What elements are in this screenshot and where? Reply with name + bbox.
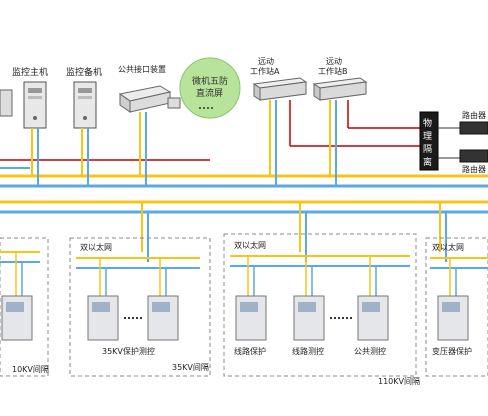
public-interface-device <box>118 85 172 113</box>
wufang-label: 微机五防 <box>192 75 228 87</box>
bay-10kv-frame <box>0 237 49 377</box>
bay-110kv-label: 110KV间隔 <box>378 377 420 386</box>
bay-10kv-device <box>1 295 33 341</box>
bay-transformer-frame <box>425 237 488 377</box>
bay-110kv-device-2 <box>293 295 325 341</box>
public-interface-label: 公共接口装置 <box>118 64 166 74</box>
router-1-icon <box>459 121 488 135</box>
dc-screen-label: 直流屏 <box>196 87 223 99</box>
monitor-main-tower <box>23 81 47 129</box>
bay-110kv-device-3 <box>357 295 389 341</box>
remote-b-line1: 远动 <box>326 56 342 66</box>
bay-110kv-device-1 <box>235 295 267 341</box>
bay-35kv-device-label: 35KV保护测控 <box>102 346 155 356</box>
isolation-char-3: 隔 <box>423 144 432 155</box>
monitor-main-screen <box>0 89 13 117</box>
bay-35kv-device-2 <box>147 295 179 341</box>
isolation-char-1: 物 <box>423 117 432 129</box>
remote-b-line2: 工作站B <box>318 66 348 76</box>
remote-b-device <box>312 77 368 101</box>
monitor-main-label: 监控主机 <box>12 66 48 78</box>
bay-110kv-device-3-label: 公共测控 <box>354 346 386 356</box>
bay-35kv-device-1 <box>87 295 119 341</box>
bay-transformer-device-label: 变压器保护 <box>432 346 472 356</box>
router-2-icon <box>459 149 488 163</box>
router-1-label: 路由器 <box>462 110 486 120</box>
isolation-char-2: 理 <box>423 131 432 142</box>
dot-leader <box>199 107 213 109</box>
small-device-icon <box>167 97 181 109</box>
bay-transformer-network: 双以太网 <box>432 242 464 252</box>
remote-a-device <box>252 77 308 101</box>
isolation-char-4: 离 <box>423 156 432 168</box>
bay-110kv-frame <box>223 233 417 377</box>
bay-110kv-device-1-label: 线路保护 <box>234 346 266 356</box>
wufang-cloud <box>179 57 241 119</box>
monitor-backup-label: 监控备机 <box>66 66 102 78</box>
bay-110kv-device-2-label: 线路测控 <box>292 346 324 356</box>
bay-110kv-network: 双以太网 <box>234 240 266 250</box>
remote-a-line1: 远动 <box>258 56 274 66</box>
bay-transformer-device <box>437 295 469 341</box>
physical-isolation-box <box>419 111 439 171</box>
bay-35kv-network: 双以太网 <box>80 242 112 252</box>
bay-35kv-frame <box>69 237 211 377</box>
bay-10kv-label: 10KV间隔 <box>12 365 49 374</box>
monitor-backup-tower <box>73 81 97 129</box>
remote-a-line2: 工作站A <box>250 66 280 76</box>
bay-35kv-label: 35KV间隔 <box>172 363 209 372</box>
router-2-label: 路由器 <box>462 164 486 174</box>
